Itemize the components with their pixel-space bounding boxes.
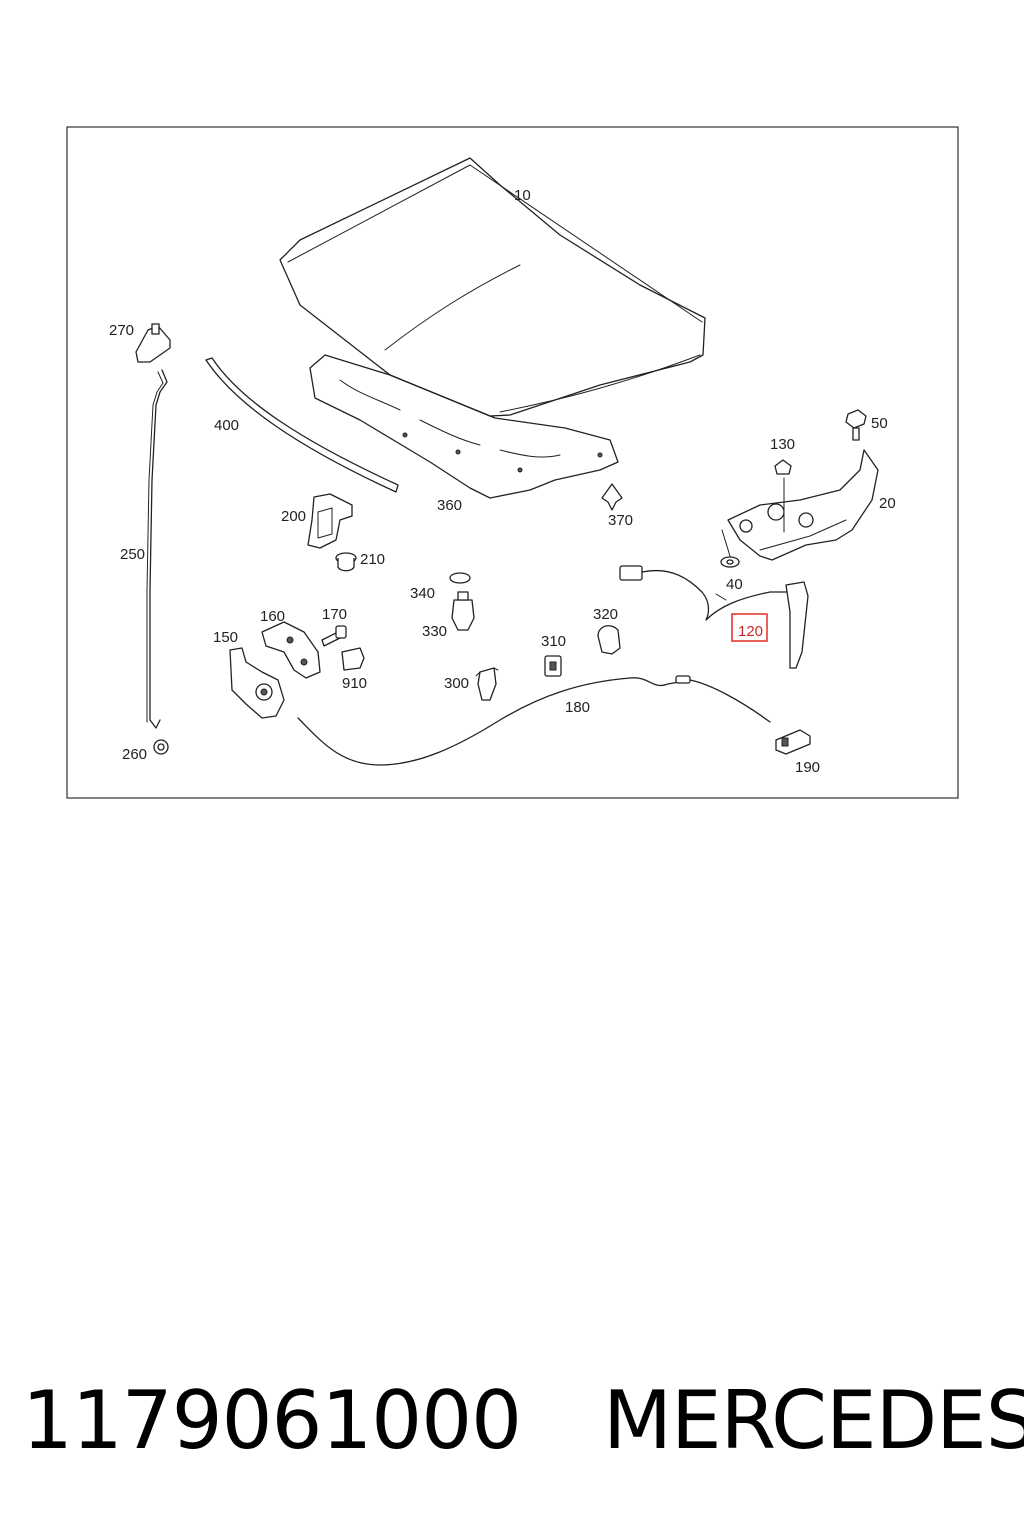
- lock-150-part[interactable]: [229, 647, 285, 719]
- callout-180: 180: [565, 699, 590, 716]
- insulation-mat-part[interactable]: [309, 354, 619, 499]
- callout-250: 250: [120, 546, 145, 563]
- nut-210-part[interactable]: [335, 552, 357, 572]
- washer-40-part[interactable]: [720, 556, 740, 568]
- cable-180-part[interactable]: [297, 675, 771, 766]
- grommet-260-part[interactable]: [153, 739, 169, 755]
- callout-270: 270: [109, 322, 134, 339]
- callout-320: 320: [593, 606, 618, 623]
- brand-name: MERCEDES: [602, 1373, 1024, 1467]
- bolt-170-part[interactable]: [321, 625, 347, 647]
- callout-300: 300: [444, 675, 469, 692]
- callout-190: 190: [795, 759, 820, 776]
- prop-rod-part[interactable]: [146, 369, 168, 729]
- holder-320-part[interactable]: [597, 625, 621, 655]
- label-910-part[interactable]: [341, 647, 365, 671]
- callout-130: 130: [770, 436, 795, 453]
- callout-170: 170: [322, 606, 347, 623]
- callout-200: 200: [281, 508, 306, 525]
- seal-strip-part[interactable]: [205, 357, 399, 493]
- buffer-330-part[interactable]: [451, 591, 475, 631]
- nut-130-part[interactable]: [774, 459, 792, 475]
- callout-340: 340: [410, 585, 435, 602]
- highlight-box-120: [731, 613, 768, 642]
- callout-910: 910: [342, 675, 367, 692]
- callout-50: 50: [871, 415, 888, 432]
- clip-300-part[interactable]: [475, 667, 499, 701]
- callout-400: 400: [214, 417, 239, 434]
- footer-caption: 1179061000 MERCEDES: [22, 1365, 1024, 1475]
- callout-10: 10: [514, 187, 531, 204]
- callout-310: 310: [541, 633, 566, 650]
- callout-20: 20: [879, 495, 896, 512]
- sensor-120-part[interactable]: [619, 565, 809, 669]
- part-number: 1179061000: [22, 1373, 522, 1467]
- callout-360: 360: [437, 497, 462, 514]
- callout-260: 260: [122, 746, 147, 763]
- lock-160-part[interactable]: [261, 621, 321, 679]
- callout-150: 150: [213, 629, 238, 646]
- callout-210: 210: [360, 551, 385, 568]
- diagram-border: [66, 126, 959, 799]
- callout-370: 370: [608, 512, 633, 529]
- washer-340-part[interactable]: [449, 572, 471, 584]
- callout-160: 160: [260, 608, 285, 625]
- callout-40: 40: [726, 576, 743, 593]
- bolt-50-part[interactable]: [845, 409, 867, 441]
- leader-lines: [715, 477, 785, 601]
- handle-190-part[interactable]: [775, 729, 811, 755]
- callout-120: 120: [738, 623, 763, 640]
- hood-part[interactable]: [279, 157, 706, 417]
- callout-330: 330: [422, 623, 447, 640]
- latch-20-part[interactable]: [727, 449, 879, 561]
- bracket-270-part[interactable]: [135, 323, 171, 363]
- clip-370-part[interactable]: [601, 483, 623, 511]
- clip-310-part[interactable]: [544, 655, 562, 677]
- bracket-200-part[interactable]: [307, 493, 353, 549]
